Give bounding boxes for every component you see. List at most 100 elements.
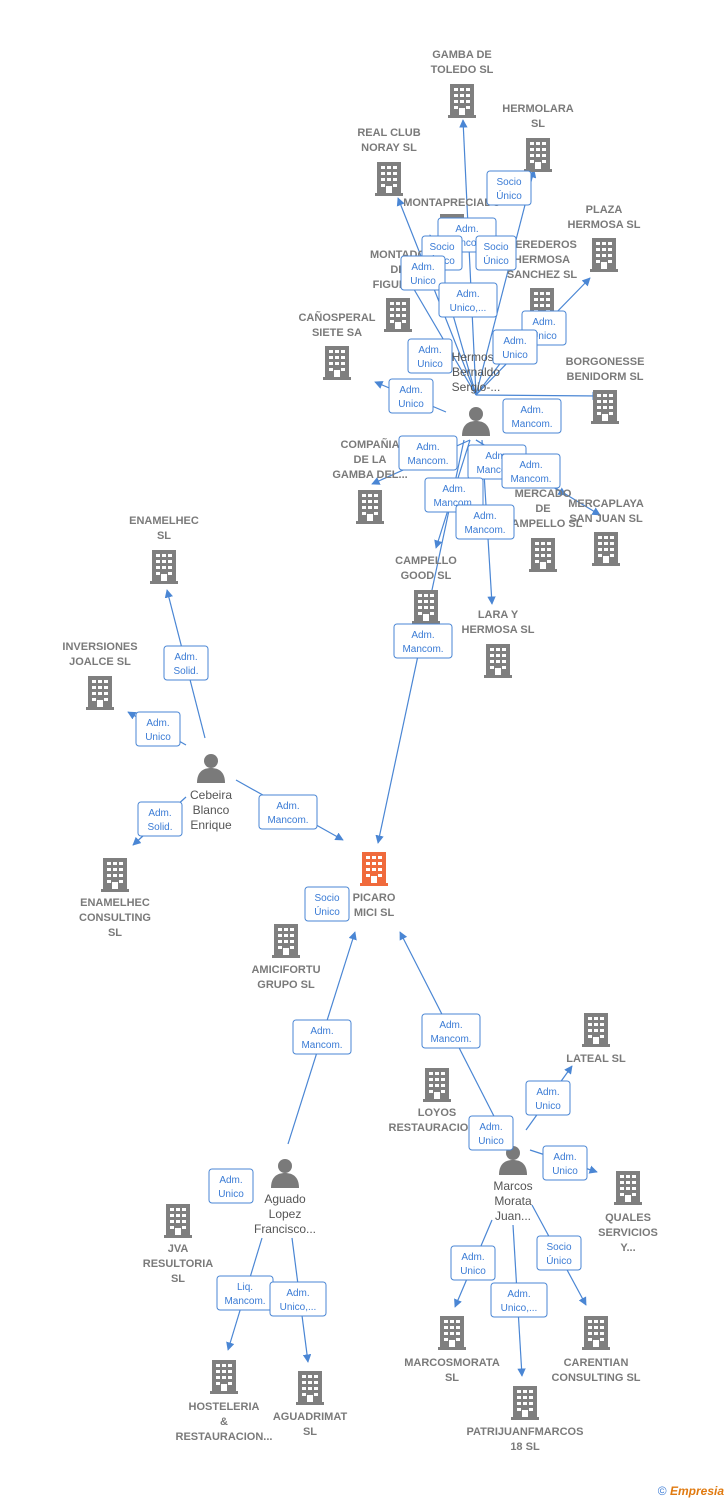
badge-box bbox=[502, 398, 562, 434]
badge-box bbox=[475, 235, 517, 271]
relation-badge[interactable]: Adm.Unico bbox=[542, 1145, 588, 1181]
badge-text: Adm.Unico,... bbox=[450, 289, 487, 314]
building-icon bbox=[590, 238, 618, 272]
company-node-lateal[interactable]: LATEAL SL bbox=[566, 1013, 626, 1065]
relation-badge[interactable]: Adm.Unico,... bbox=[269, 1281, 327, 1317]
relation-badge[interactable]: Adm.Unico,... bbox=[438, 282, 498, 318]
relation-badge[interactable]: Adm.Unico bbox=[208, 1168, 254, 1204]
building-icon bbox=[272, 924, 300, 958]
badge-box bbox=[400, 255, 446, 291]
badge-text: Adm.Unico,... bbox=[280, 1288, 317, 1313]
building-icon bbox=[524, 138, 552, 172]
building-icon bbox=[296, 1371, 324, 1405]
building-icon bbox=[412, 590, 440, 624]
relation-badge[interactable]: Adm.Unico bbox=[468, 1115, 514, 1151]
badge-text: Adm.Unico bbox=[478, 1122, 504, 1147]
relation-badge[interactable]: Adm.Unico bbox=[492, 329, 538, 365]
relation-badge[interactable]: Adm.Unico bbox=[135, 711, 181, 747]
relation-badge[interactable]: Adm.Unico bbox=[525, 1080, 571, 1116]
badge-box bbox=[135, 711, 181, 747]
relation-badge[interactable]: Adm.Unico bbox=[388, 378, 434, 414]
badge-box bbox=[455, 504, 515, 540]
relation-badge[interactable]: Liq.Mancom. bbox=[216, 1275, 274, 1311]
edge-5 bbox=[404, 273, 477, 396]
badge-text: Adm.Unico bbox=[460, 1252, 486, 1277]
relation-badge[interactable]: Adm.Mancom. bbox=[421, 1013, 481, 1049]
relation-badge[interactable]: Adm.Unico bbox=[450, 1245, 496, 1281]
relation-badge[interactable]: Adm.Mancom. bbox=[502, 398, 562, 434]
badge-text: Adm.Solid. bbox=[147, 808, 172, 833]
badge-text: Adm.Unico bbox=[417, 345, 443, 370]
relation-badge[interactable]: Adm.Mancom. bbox=[398, 435, 458, 471]
badge-text: Adm.Unico bbox=[398, 385, 424, 410]
relation-badge[interactable]: Adm.Mancom. bbox=[393, 623, 453, 659]
relation-badge[interactable]: Adm.Solid. bbox=[163, 645, 209, 681]
badge-text: Adm.Mancom. bbox=[402, 630, 443, 655]
building-icon bbox=[511, 1386, 539, 1420]
building-icon bbox=[438, 1316, 466, 1350]
building-icon bbox=[484, 644, 512, 678]
relation-badge[interactable]: Adm.Mancom. bbox=[292, 1019, 352, 1055]
relation-badge[interactable]: Adm.Mancom. bbox=[455, 504, 515, 540]
relation-badge[interactable]: Adm.Mancom. bbox=[424, 477, 484, 513]
relation-badge[interactable]: Adm.Unico bbox=[400, 255, 446, 291]
footer-brand[interactable]: © Empresia bbox=[658, 1484, 724, 1498]
company-node-montapreciado[interactable]: MONTAPRECIADO bbox=[403, 197, 501, 248]
relation-badge[interactable]: Adm.Mancom. bbox=[501, 453, 561, 489]
relation-badge[interactable]: Adm.Solid. bbox=[137, 801, 183, 837]
relation-badge[interactable]: Adm.Unico bbox=[407, 338, 453, 374]
building-icon bbox=[384, 298, 412, 332]
building-icon bbox=[164, 1204, 192, 1238]
relation-badge[interactable]: Adm.Mancom. bbox=[258, 794, 318, 830]
relation-badge[interactable]: Adm.Unico,... bbox=[490, 1282, 548, 1318]
badge-text: Adm.Mancom. bbox=[433, 484, 474, 509]
building-icon bbox=[448, 84, 476, 118]
company-node-hosteleria[interactable]: HOSTELERIA&RESTAURACION... bbox=[176, 1360, 273, 1443]
